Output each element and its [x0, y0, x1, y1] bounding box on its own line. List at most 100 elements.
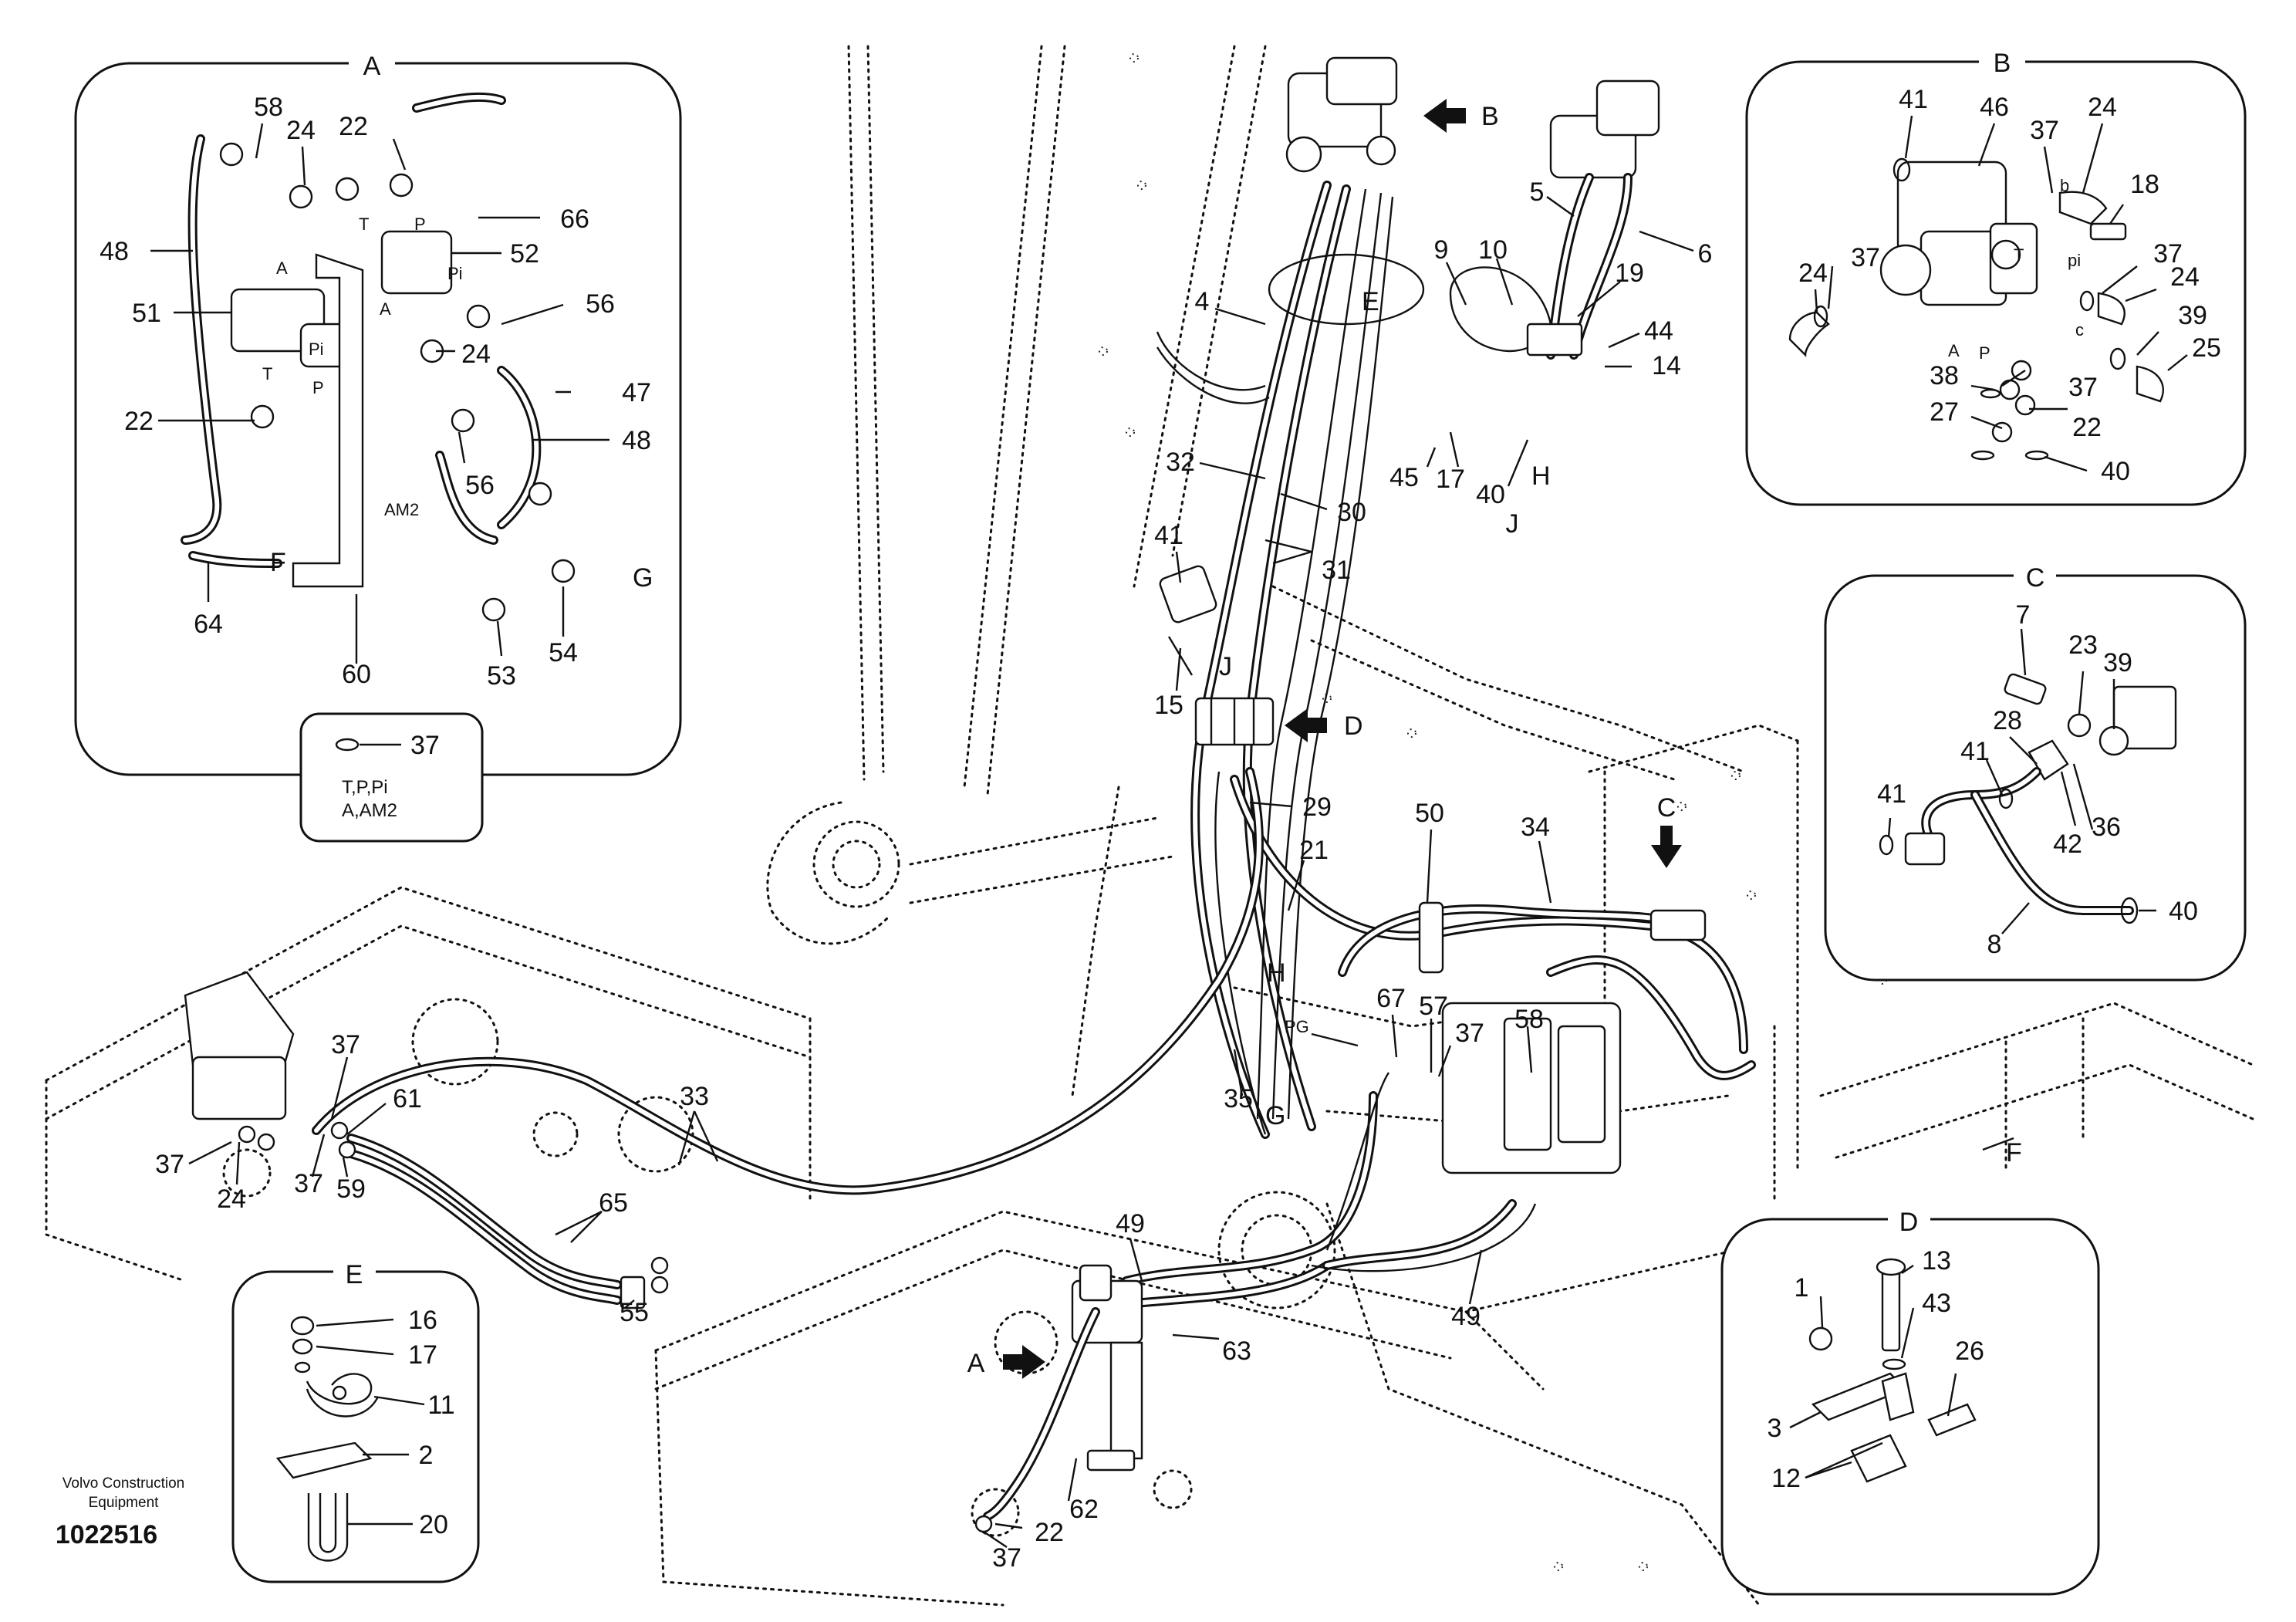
- callout-m-57: 57: [1419, 992, 1448, 1021]
- callout-m-62: 62: [1069, 1495, 1099, 1524]
- callout-b-37b: 37: [1851, 243, 1880, 272]
- main-leaders: [188, 196, 2014, 1548]
- detail-c-letter: C: [2026, 563, 2045, 593]
- callout-e-17: 17: [408, 1340, 437, 1370]
- callout-a-66: 66: [560, 204, 589, 234]
- marker-h-main: H: [1267, 958, 1286, 988]
- callout-c-39: 39: [2103, 648, 2132, 678]
- marker-g-main: G: [1265, 1101, 1285, 1130]
- drawing-number: 1022516: [56, 1520, 157, 1549]
- port-am2-detail-a: AM2: [384, 500, 419, 519]
- detail-d-letter: D: [1899, 1208, 1919, 1237]
- callout-c-41b: 41: [1877, 779, 1906, 809]
- callout-m-49a: 49: [1116, 1209, 1145, 1238]
- callout-b-22: 22: [2072, 413, 2102, 442]
- callout-m-33: 33: [680, 1082, 709, 1111]
- callout-m-44: 44: [1644, 316, 1673, 346]
- port-t2-detail-a: T: [262, 364, 272, 384]
- callout-m-30: 30: [1337, 498, 1366, 527]
- callout-e-16: 16: [408, 1306, 437, 1335]
- callout-c-8: 8: [1987, 930, 2002, 959]
- callout-m-58: 58: [1514, 1005, 1544, 1034]
- callout-m-34: 34: [1521, 813, 1550, 842]
- callout-b-18: 18: [2130, 170, 2159, 199]
- callout-e-20: 20: [419, 1510, 448, 1539]
- detail-e-letter: E: [346, 1260, 363, 1289]
- port-p2-detail-a: P: [312, 378, 324, 397]
- brand-line-2: Equipment: [89, 1495, 160, 1511]
- marker-f-detail-a: F: [270, 548, 286, 577]
- callout-m-40: 40: [1476, 480, 1505, 509]
- detail-e: E 16 17 11 2 20: [231, 1256, 480, 1583]
- port-t-detail-b: T: [2014, 245, 2024, 265]
- callout-a-56b: 56: [465, 471, 495, 500]
- callout-a-51: 51: [132, 299, 161, 328]
- callout-b-24c: 24: [2170, 262, 2200, 292]
- callout-m-22: 22: [1035, 1518, 1064, 1547]
- detail-a-pointer-letter: A: [967, 1349, 985, 1378]
- marker-g-detail-a: G: [633, 563, 653, 593]
- callout-d-1: 1: [1795, 1273, 1809, 1303]
- callout-a-60: 60: [342, 660, 371, 689]
- callout-d-26: 26: [1955, 1336, 1984, 1366]
- callout-a-22b: 22: [124, 407, 154, 436]
- detail-a: A 37 T,P,Pi A,AM2: [74, 48, 682, 843]
- legend-ports-line1: T,P,Pi: [342, 777, 388, 798]
- callout-b-40: 40: [2101, 457, 2130, 486]
- drawing-info: Volvo Construction Equipment 1022516: [56, 1475, 184, 1549]
- callout-b-41: 41: [1899, 85, 1928, 114]
- callout-d-43: 43: [1922, 1289, 1951, 1318]
- detail-d: D 13 1 43 26 3 12: [1720, 1204, 2100, 1596]
- port-a2-detail-a: A: [380, 299, 391, 319]
- callout-m-67: 67: [1376, 984, 1406, 1013]
- callout-b-37: 37: [2030, 116, 2059, 145]
- callout-b-37c: 37: [2153, 239, 2183, 269]
- main-labels: B D C A E H J J H G F PG 4 5 6 9 10 19 4…: [155, 102, 2022, 1573]
- detail-arrows: [1003, 99, 1682, 1379]
- callout-m-37c: 37: [155, 1150, 184, 1179]
- port-p-detail-a: P: [414, 215, 426, 234]
- callout-c-23: 23: [2068, 630, 2098, 660]
- callout-m-19: 19: [1615, 259, 1644, 288]
- main-assembly: [184, 56, 1756, 1533]
- legend-part-number: 37: [410, 731, 440, 760]
- port-a-detail-b: A: [1948, 341, 1960, 360]
- callout-a-48b: 48: [622, 426, 651, 455]
- callout-a-53: 53: [487, 661, 516, 691]
- detail-c-pointer-letter: C: [1657, 793, 1676, 823]
- legend-ports-line2: A,AM2: [342, 800, 397, 821]
- callout-a-56: 56: [586, 289, 615, 319]
- callout-m-45: 45: [1389, 463, 1419, 492]
- callout-b-39: 39: [2178, 301, 2207, 330]
- port-a-detail-a: A: [276, 259, 288, 278]
- callout-b-24: 24: [2088, 93, 2117, 122]
- detail-b-letter: B: [1994, 49, 2011, 78]
- callout-b-27: 27: [1930, 397, 1959, 427]
- brand-line-1: Volvo Construction: [62, 1475, 184, 1492]
- callout-m-37e: 37: [992, 1543, 1021, 1573]
- callout-m-10: 10: [1478, 235, 1508, 265]
- callout-c-36: 36: [2092, 813, 2121, 842]
- callout-b-38: 38: [1930, 361, 1959, 390]
- detail-b: B b pi: [1745, 45, 2247, 506]
- callout-d-3: 3: [1768, 1414, 1782, 1443]
- callout-m-9: 9: [1434, 235, 1449, 265]
- port-t-detail-a: T: [359, 215, 369, 234]
- callout-m-15: 15: [1154, 691, 1183, 720]
- callout-a-52: 52: [510, 239, 539, 269]
- marker-j-clamp: J: [1219, 652, 1232, 681]
- callout-b-46: 46: [1980, 93, 2009, 122]
- callout-c-42: 42: [2053, 830, 2082, 859]
- callout-a-24: 24: [286, 116, 316, 145]
- callout-m-61: 61: [393, 1084, 422, 1113]
- callout-m-37a: 37: [1455, 1019, 1484, 1048]
- callout-m-24: 24: [217, 1184, 246, 1214]
- callout-m-14: 14: [1652, 351, 1681, 380]
- port-p-detail-b: P: [1979, 343, 1990, 363]
- marker-h-top: H: [1531, 461, 1551, 491]
- callout-m-50: 50: [1415, 799, 1444, 828]
- callout-d-13: 13: [1922, 1246, 1951, 1276]
- callout-d-12: 12: [1771, 1464, 1801, 1493]
- callout-m-59: 59: [336, 1174, 366, 1204]
